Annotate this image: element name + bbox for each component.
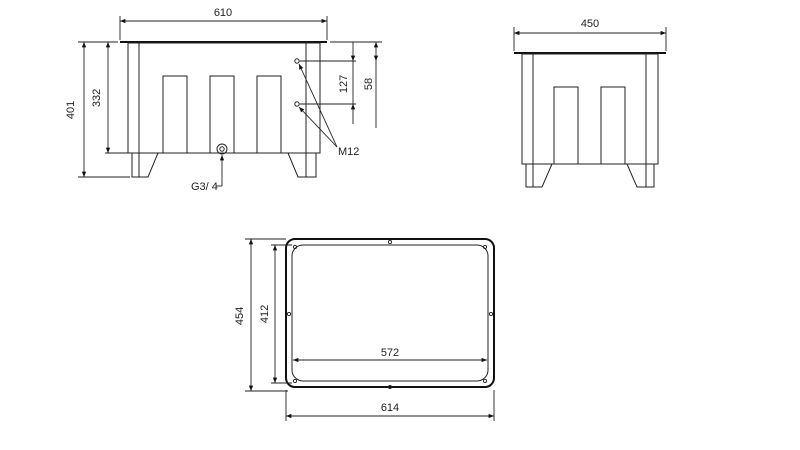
top-view: 454 412 572 614: [234, 238, 495, 421]
front-body-height-label: 332: [91, 89, 103, 107]
inner-width-label: 572: [381, 347, 399, 359]
inner-height-label: 412: [259, 305, 271, 323]
drain-size-label: G3/ 4: [191, 181, 218, 193]
front-total-height-label: 401: [65, 101, 77, 119]
bolt-size-label: M12: [338, 146, 359, 158]
outer-height-label: 454: [234, 307, 246, 325]
outer-width-label: 614: [381, 402, 399, 414]
hole-spacing-label: 127: [338, 75, 350, 93]
side-width-label: 450: [581, 18, 599, 30]
side-view: 450: [513, 18, 667, 188]
hole-offset-label: 58: [363, 78, 375, 90]
drain-fitting-icon: [216, 143, 228, 155]
bolt-hole-icon: [294, 101, 300, 107]
front-view: 610 401 332 127 58 M12 G3/ 4: [65, 7, 382, 193]
bolt-hole-icon: [294, 58, 300, 64]
front-width-label: 610: [214, 7, 232, 19]
